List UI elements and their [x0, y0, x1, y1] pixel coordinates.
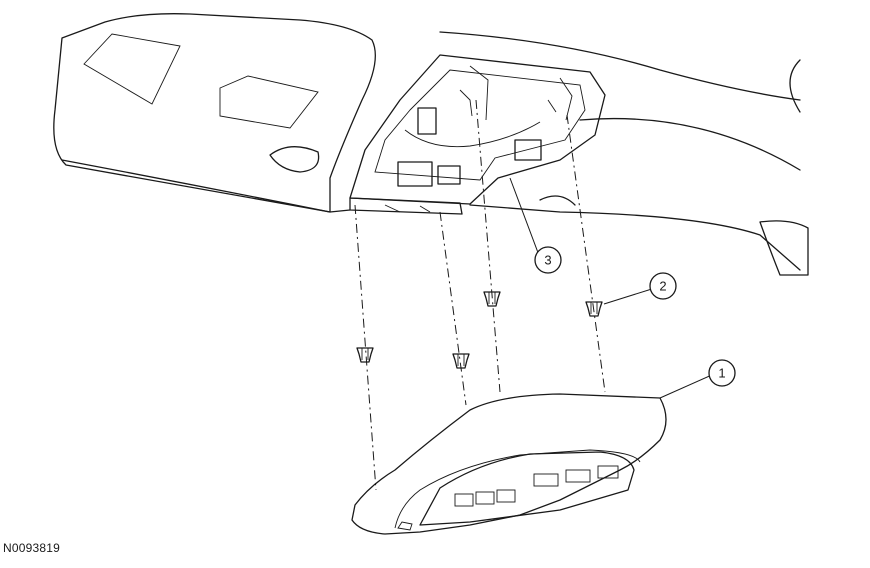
- callout-1: 1: [708, 359, 736, 387]
- retaining-clip: [452, 353, 470, 369]
- console-mounting-bracket: [349, 54, 606, 215]
- figure-id: N0093819: [3, 541, 60, 555]
- retaining-clip: [585, 301, 603, 317]
- headliner: [53, 13, 809, 276]
- callout-3: 3: [534, 246, 562, 274]
- wiring-connector-left: [397, 161, 433, 187]
- console-button: [597, 465, 619, 479]
- callout-2-label: 2: [659, 279, 666, 294]
- console-switch-panel: [419, 451, 635, 526]
- retaining-clip: [483, 291, 501, 307]
- console-button: [475, 491, 495, 505]
- sun-visor-clip-left: [269, 146, 320, 173]
- wiring-connector-rear: [417, 107, 437, 135]
- console-button: [454, 493, 474, 507]
- wiring-connector-center: [437, 165, 461, 185]
- retaining-clips: [356, 291, 603, 369]
- sun-visor-recess-right: [219, 75, 319, 129]
- a-pillar-trim: [759, 220, 809, 276]
- front-bracket-tab: [349, 197, 463, 215]
- overhead-console: [351, 393, 667, 535]
- wiring-connector-right: [514, 139, 542, 161]
- callout-2: 2: [649, 272, 677, 300]
- sun-visor-clip-right: [539, 195, 576, 206]
- leader-lines: [509, 177, 715, 399]
- console-button: [533, 473, 559, 487]
- callout-3-label: 3: [544, 253, 551, 268]
- sun-visor-recess-left: [83, 33, 181, 105]
- retaining-clip: [356, 347, 374, 363]
- console-button: [496, 489, 516, 503]
- console-button: [565, 469, 591, 483]
- callout-1-label: 1: [718, 366, 725, 381]
- alignment-lines: [354, 99, 606, 491]
